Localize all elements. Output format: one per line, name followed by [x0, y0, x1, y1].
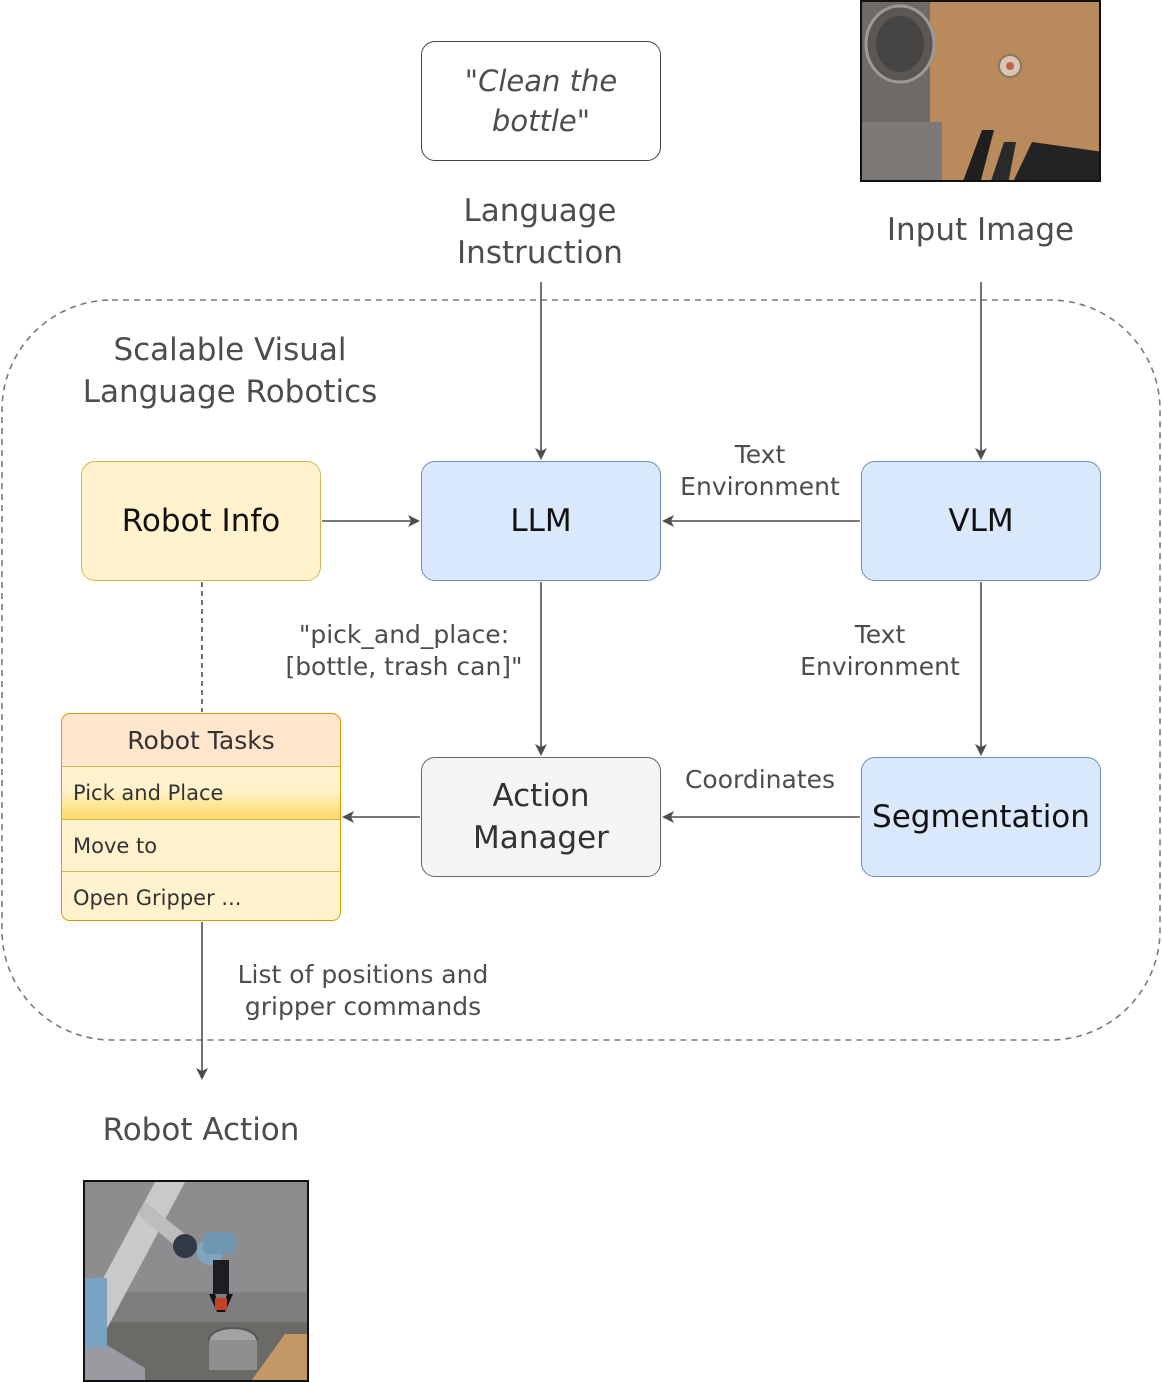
action-manager-node: Action Manager [421, 757, 661, 877]
system-boundary [1, 299, 1161, 1041]
instruction-text: "Clean the bottle" [464, 64, 618, 138]
robot-action-graphic [85, 1182, 307, 1380]
llm-label: LLM [510, 503, 572, 539]
robot-info-label: Robot Info [121, 503, 281, 539]
robot-tasks-list: Robot Tasks Pick and Place Move to Open … [61, 713, 341, 921]
task-item-move-to: Move to [62, 819, 340, 871]
task-item-open-gripper: Open Gripper ... [62, 871, 340, 920]
robot-action-image [83, 1180, 309, 1382]
input-image-label: Input Image [886, 212, 1075, 248]
input-image-graphic [862, 2, 1099, 180]
input-image [860, 0, 1101, 182]
edge-label-vlm-segmentation: Text Environment [800, 620, 960, 681]
vlm-label: VLM [948, 503, 1014, 539]
task-item-pick-and-place: Pick and Place [62, 767, 340, 819]
edge-label-positions: List of positions and gripper commands [237, 960, 489, 1021]
robot-info-node: Robot Info [81, 461, 321, 581]
action-manager-label: Action Manager [473, 778, 609, 856]
edge-label-coordinates: Coordinates [684, 764, 836, 794]
segmentation-label: Segmentation [872, 799, 1090, 835]
instruction-box: "Clean the bottle" [421, 41, 661, 161]
system-title: Scalable Visual Language Robotics [82, 332, 378, 410]
llm-node: LLM [421, 461, 661, 581]
edge-label-llm-action: "pick_and_place: [bottle, trash can]" [285, 620, 523, 681]
edge-label-vlm-llm: Text Environment [680, 440, 840, 501]
robot-tasks-header: Robot Tasks [62, 714, 340, 767]
segmentation-node: Segmentation [861, 757, 1101, 877]
vlm-node: VLM [861, 461, 1101, 581]
robot-action-label: Robot Action [102, 1112, 300, 1148]
instruction-label: Language Instruction [457, 193, 623, 271]
